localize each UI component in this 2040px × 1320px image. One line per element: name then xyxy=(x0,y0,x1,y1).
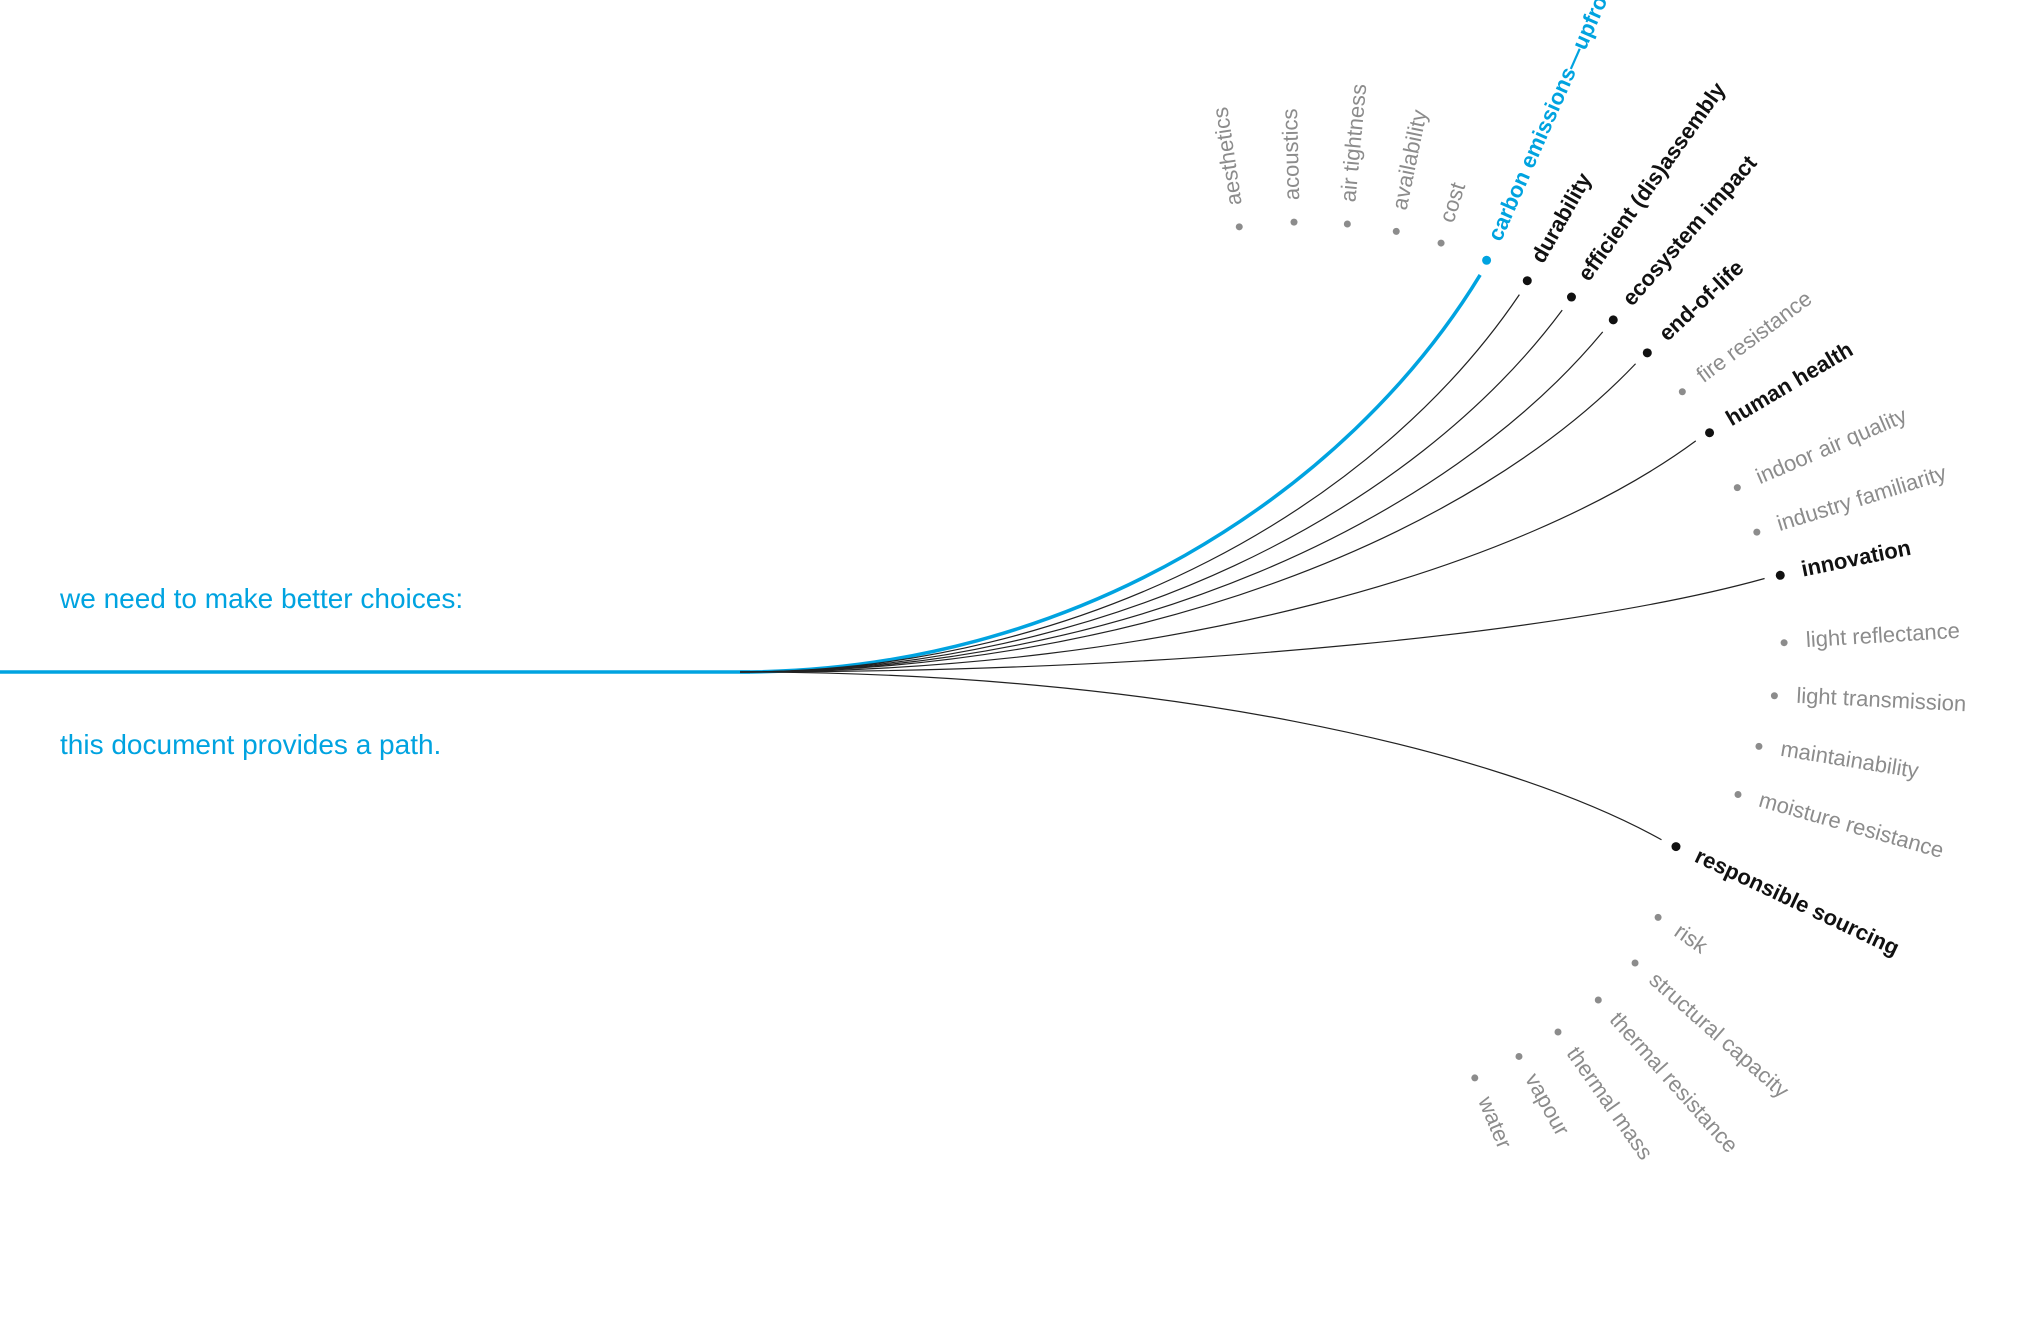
dot-indoor-air-quality xyxy=(1733,484,1741,492)
dot-efficient-dis-assembly xyxy=(1566,292,1576,302)
dot-water xyxy=(1471,1074,1479,1082)
label-responsible-sourcing: responsible sourcing xyxy=(1691,843,1903,960)
dot-aesthetics xyxy=(1235,223,1243,231)
dot-light-reflectance xyxy=(1780,639,1788,647)
label-acoustics: acoustics xyxy=(1277,108,1304,200)
dot-human-health xyxy=(1705,428,1715,438)
label-aesthetics: aesthetics xyxy=(1208,105,1247,207)
branch-end-of-life xyxy=(739,363,1637,673)
dot-ecosystem-impact xyxy=(1608,315,1618,325)
dot-light-transmission xyxy=(1770,692,1778,700)
dot-vapour xyxy=(1515,1052,1523,1060)
label-innovation: innovation xyxy=(1799,535,1913,582)
branch-responsible-sourcing xyxy=(739,671,1662,841)
intro-line-1: we need to make better choices: xyxy=(60,583,464,614)
label-maintainability: maintainability xyxy=(1779,736,1921,783)
dot-thermal-mass xyxy=(1554,1028,1562,1036)
dot-availability xyxy=(1392,227,1400,235)
label-light-transmission: light transmission xyxy=(1796,683,1967,717)
branch-carbon-emissions-upfront xyxy=(739,273,1482,674)
dot-durability xyxy=(1522,276,1532,286)
label-light-reflectance: light reflectance xyxy=(1805,618,1960,652)
branch-lines xyxy=(739,273,1765,841)
dot-risk xyxy=(1654,913,1662,921)
label-cost: cost xyxy=(1434,179,1470,225)
label-indoor-air-quality: indoor air quality xyxy=(1752,403,1910,489)
item-dots xyxy=(1235,218,1788,1082)
label-air-tightness: air tightness xyxy=(1335,83,1371,203)
branch-ecosystem-impact xyxy=(739,331,1604,673)
label-ecosystem-impact: ecosystem impact xyxy=(1617,150,1762,311)
branch-efficient-dis-assembly xyxy=(739,309,1563,673)
branch-innovation xyxy=(739,577,1765,673)
dot-fire-resistance xyxy=(1678,388,1686,396)
dot-thermal-resistance xyxy=(1594,996,1602,1004)
intro-line-2: this document provides a path. xyxy=(60,729,442,760)
dot-carbon-emissions-upfront xyxy=(1482,255,1492,265)
dot-air-tightness xyxy=(1343,220,1351,228)
dot-acoustics xyxy=(1290,218,1298,226)
dot-moisture-resistance xyxy=(1734,791,1742,799)
label-moisture-resistance: moisture resistance xyxy=(1756,787,1946,863)
label-availability: availability xyxy=(1387,108,1432,212)
dot-industry-familiarity xyxy=(1753,528,1761,536)
dot-maintainability xyxy=(1755,742,1763,750)
label-vapour: vapour xyxy=(1520,1069,1575,1140)
dot-responsible-sourcing xyxy=(1671,842,1681,852)
dot-cost xyxy=(1437,239,1445,247)
dot-structural-capacity xyxy=(1631,959,1639,967)
branch-human-health xyxy=(739,440,1697,673)
dot-end-of-life xyxy=(1642,348,1652,358)
branch-durability xyxy=(739,294,1520,673)
dot-innovation xyxy=(1775,570,1785,580)
label-risk: risk xyxy=(1670,918,1713,959)
item-labels: aesthetics acoustics air tightness availabi… xyxy=(1208,0,1967,1164)
label-water: water xyxy=(1473,1092,1517,1152)
